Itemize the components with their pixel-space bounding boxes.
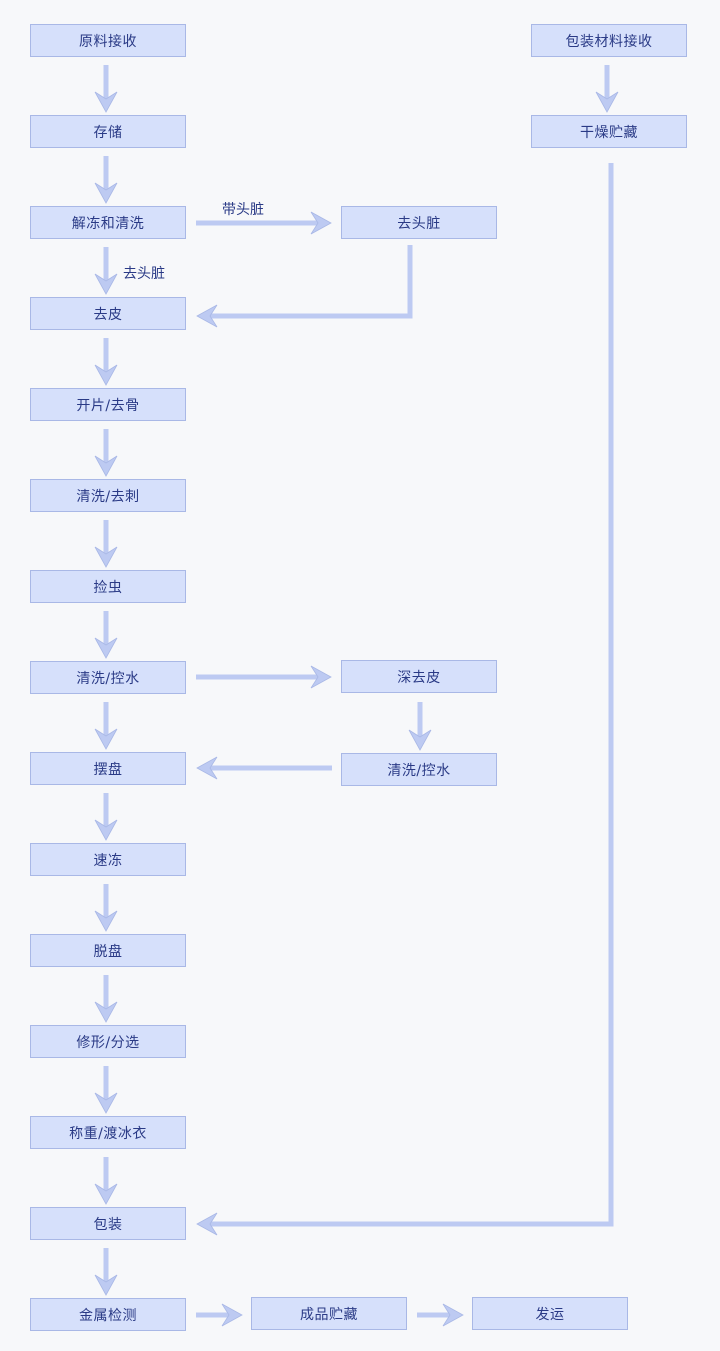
step-metal-detection: 金属检测	[30, 1298, 186, 1331]
step-trim-sort: 修形/分选	[30, 1025, 186, 1058]
arrow-main-13-head	[94, 1274, 118, 1296]
arrow-dry-storage-return-head	[196, 1212, 218, 1236]
step-deep-peel: 深去皮	[341, 660, 497, 693]
arrow-main-11-head	[94, 1092, 118, 1114]
arrow-main-8-head	[94, 819, 118, 841]
step-wash-drain: 清洗/控水	[30, 661, 186, 694]
arrow-main-9-head	[94, 910, 118, 932]
step-wash-despine: 清洗/去刺	[30, 479, 186, 512]
step-thaw-and-wash: 解冻和清洗	[30, 206, 186, 239]
arrow-main-0-head	[94, 91, 118, 113]
arrow-main-4-head	[94, 455, 118, 477]
edge-label-head-gut-removed: 去头脏	[123, 266, 165, 282]
step-fillet-debone: 开片/去骨	[30, 388, 186, 421]
arrow-main-5-head	[94, 546, 118, 568]
arrow-main-12-head	[94, 1183, 118, 1205]
arrow-head-gut-return-shaft	[208, 245, 413, 319]
arrow-main-2-head	[94, 273, 118, 295]
step-finished-storage: 成品贮藏	[251, 1297, 407, 1330]
arrow-to-finished-storage-head	[221, 1303, 243, 1327]
arrow-pack-material-head	[595, 91, 619, 113]
step-pick-parasites: 捡虫	[30, 570, 186, 603]
arrow-deep-peel-down-head	[408, 729, 432, 751]
step-peel: 去皮	[30, 297, 186, 330]
step-detray: 脱盘	[30, 934, 186, 967]
arrow-main-3-head	[94, 364, 118, 386]
arrow-dry-storage-return-shaft	[208, 163, 614, 1227]
step-wash-drain-2: 清洗/控水	[341, 753, 497, 786]
step-dry-storage: 干燥贮藏	[531, 115, 687, 148]
step-pack: 包装	[30, 1207, 186, 1240]
arrow-to-ship-head	[442, 1303, 464, 1327]
step-raw-material-receiving: 原料接收	[30, 24, 186, 57]
step-tray: 摆盘	[30, 752, 186, 785]
arrow-main-10-head	[94, 1001, 118, 1023]
arrow-main-1-head	[94, 182, 118, 204]
arrow-to-head-gut-head	[310, 211, 332, 235]
arrow-main-6-head	[94, 637, 118, 659]
arrow-to-tray-head	[196, 756, 218, 780]
step-quick-freeze: 速冻	[30, 843, 186, 876]
arrow-to-deep-peel-head	[310, 665, 332, 689]
step-packaging-material-receiving: 包装材料接收	[531, 24, 687, 57]
step-storage: 存储	[30, 115, 186, 148]
step-head-gut-removal: 去头脏	[341, 206, 497, 239]
edge-label-with-head-gut: 带头脏	[222, 202, 264, 218]
step-weigh-glaze: 称重/渡冰衣	[30, 1116, 186, 1149]
arrow-main-7-head	[94, 728, 118, 750]
arrow-head-gut-return-head	[196, 304, 218, 328]
step-ship: 发运	[472, 1297, 628, 1330]
